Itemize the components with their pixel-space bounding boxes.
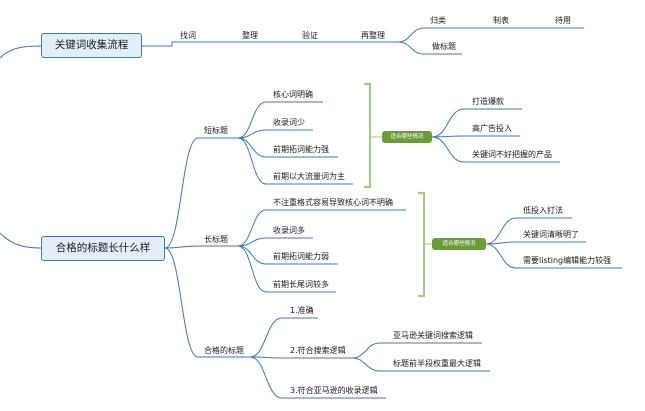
flow-branch-top-1[interactable]: 归类 (430, 16, 446, 25)
flow-root-title: 关键词收集流程 (54, 39, 129, 51)
qualified-sub-line-2 (351, 357, 490, 372)
short-result-line-2 (431, 135, 520, 138)
short-item-4[interactable]: 前期以大流量词为主 (273, 172, 345, 181)
flow-branch-bottom[interactable]: 做标题 (432, 42, 456, 51)
long-result-1[interactable]: 低投入打法 (523, 206, 563, 215)
main-root-title: 合格的标题长什么样 (55, 242, 151, 254)
long-result-2[interactable]: 关键词清晰明了 (523, 230, 579, 239)
long-result-line-2 (485, 241, 586, 245)
long-item-1[interactable]: 不注重格式容易导致核心词不明确 (273, 198, 393, 207)
flow-root-connector (0, 45, 42, 59)
flow-root-box[interactable]: 关键词收集流程 (41, 33, 142, 58)
main-to-short-line (164, 137, 238, 249)
flow-branch-top-line (397, 27, 584, 43)
short-title-label[interactable]: 短标题 (204, 126, 228, 135)
short-result-line-3 (431, 136, 560, 163)
long-item-4[interactable]: 前期长尾词较多 (273, 280, 329, 289)
qualified-item-3[interactable]: 3.符合亚马逊的收录逻辑 (290, 386, 378, 395)
qualified-item-2[interactable]: 2.符合搜索逻辑 (290, 346, 346, 355)
short-bracket (364, 82, 372, 189)
qualified-sub-1[interactable]: 亚马逊关键词搜索逻辑 (393, 331, 473, 340)
long-item-line-1 (237, 209, 406, 247)
long-item-line-2 (237, 237, 313, 247)
short-item-line-1 (237, 101, 323, 139)
main-to-long-line (164, 245, 238, 249)
flow-step-1[interactable]: 找词 (180, 31, 196, 40)
long-item-line-4 (237, 245, 336, 293)
long-result-line-1 (485, 217, 572, 245)
qualified-sub-2[interactable]: 标题前半段权重最大逻辑 (393, 359, 481, 368)
qualified-sub-line-1 (351, 342, 482, 359)
main-root-connector (0, 232, 42, 249)
qualified-item-line-3 (249, 356, 386, 399)
short-result-3[interactable]: 关键词不好把握的产品 (472, 150, 552, 159)
main-root-box[interactable]: 合格的标题长什么样 (41, 236, 165, 261)
long-title-label[interactable]: 长标题 (204, 235, 228, 244)
flow-step-4[interactable]: 再整理 (361, 31, 385, 40)
flow-branch-bottom-line (397, 41, 462, 55)
flow-step-3[interactable]: 验证 (302, 31, 318, 40)
short-result-1[interactable]: 打造爆款 (472, 97, 504, 106)
long-result-line-3 (485, 243, 622, 269)
short-item-1[interactable]: 核心词明确 (273, 90, 313, 99)
long-item-line-3 (237, 245, 338, 265)
long-item-2[interactable]: 收录词多 (273, 226, 305, 235)
flow-branch-top-3[interactable]: 待用 (555, 16, 571, 25)
flow-link-1 (142, 41, 210, 47)
qualified-item-line-1 (249, 317, 318, 358)
qualified-item-1[interactable]: 1.准确 (290, 306, 314, 315)
long-bracket (418, 191, 426, 298)
short-condition-tag[interactable]: 适合哪些情况 (382, 131, 432, 143)
qualified-item-line-2 (249, 356, 352, 359)
short-result-2[interactable]: 高广告投入 (472, 124, 512, 133)
long-condition-tag[interactable]: 适合哪些情况 (432, 238, 486, 250)
short-item-2[interactable]: 收录词少 (273, 118, 305, 127)
short-item-line-3 (237, 137, 338, 158)
short-item-line-2 (237, 129, 313, 139)
flow-step-2[interactable]: 整理 (242, 31, 258, 40)
long-result-3[interactable]: 需要listing编辑能力较强 (523, 256, 612, 265)
short-item-3[interactable]: 前期拓词能力强 (273, 145, 329, 154)
long-item-3[interactable]: 前期拓词能力弱 (273, 252, 329, 261)
short-item-line-4 (237, 137, 353, 185)
main-to-qualified-line (164, 247, 250, 358)
qualified-title-label[interactable]: 合格的标题 (204, 346, 244, 355)
short-result-line-1 (431, 108, 522, 138)
flow-branch-top-2[interactable]: 制表 (493, 16, 509, 25)
